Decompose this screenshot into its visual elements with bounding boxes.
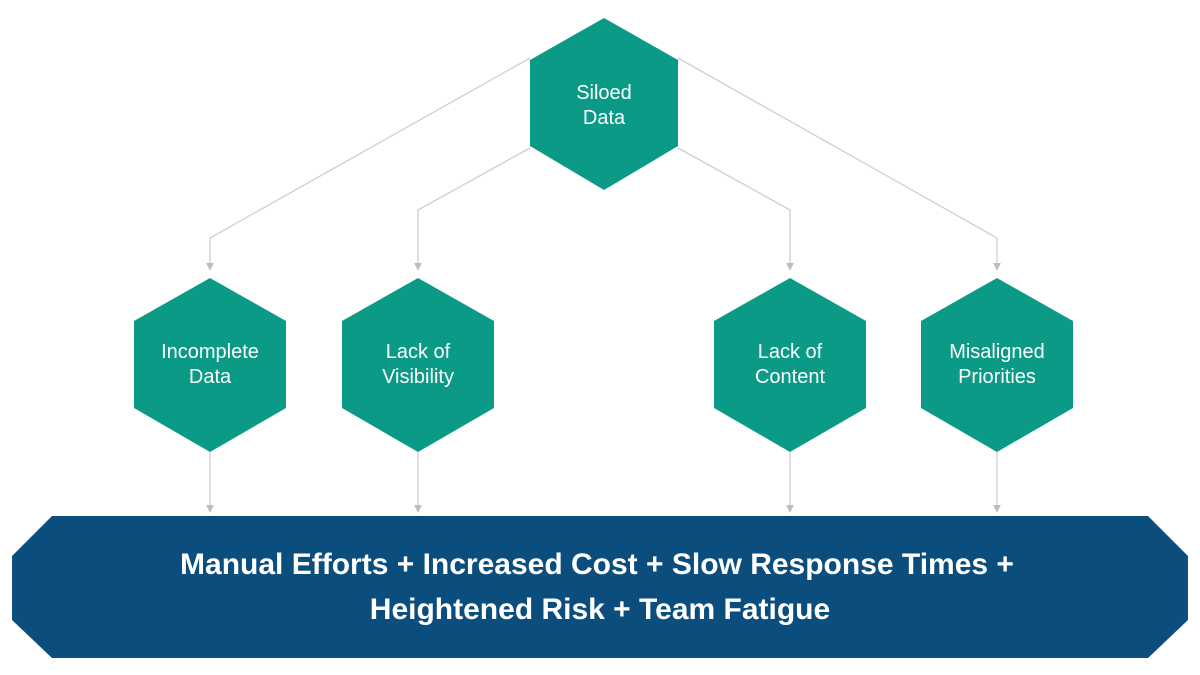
- cause-node-line2: Visibility: [382, 366, 454, 388]
- outcome-banner: Manual Efforts + Increased Cost + Slow R…: [12, 516, 1188, 658]
- cause-node-line1: Misaligned: [949, 341, 1045, 363]
- root-connectors: [206, 57, 1001, 271]
- cause-hexagon: [134, 278, 286, 452]
- connector-root-to-lack-of-content: [677, 147, 794, 271]
- cause-hexagon: [342, 278, 494, 452]
- root-node-line1: Siloed: [576, 82, 632, 104]
- banner-shape: [12, 516, 1188, 658]
- banner-line1: Manual Efforts + Increased Cost + Slow R…: [180, 548, 1014, 581]
- connector-root-to-misaligned-priorities: [677, 57, 1001, 271]
- cause-node-line2: Content: [755, 366, 825, 388]
- cause-node-line1: Lack of: [758, 341, 823, 363]
- cause-node-line1: Lack of: [386, 341, 451, 363]
- root-node-line2: Data: [583, 107, 626, 129]
- cause-node-line2: Data: [189, 366, 232, 388]
- cause-node-line2: Priorities: [958, 366, 1036, 388]
- root-node-siloed-data: Siloed Data: [530, 18, 678, 190]
- cause-node-lack-of-content: Lack of Content: [714, 278, 866, 452]
- cause-node-misaligned-priorities: Misaligned Priorities: [921, 278, 1073, 452]
- root-hexagon: [530, 18, 678, 190]
- connector-root-to-incomplete-data: [206, 57, 531, 271]
- banner-line2: Heightened Risk + Team Fatigue: [370, 593, 830, 626]
- cause-node-lack-of-visibility: Lack of Visibility: [342, 278, 494, 452]
- cause-node-incomplete-data: Incomplete Data: [134, 278, 286, 452]
- banner-connectors: [206, 452, 1001, 513]
- cause-hexagon: [714, 278, 866, 452]
- cause-node-line1: Incomplete: [161, 341, 259, 363]
- connector-root-to-lack-of-visibility: [414, 147, 531, 271]
- cause-hexagon: [921, 278, 1073, 452]
